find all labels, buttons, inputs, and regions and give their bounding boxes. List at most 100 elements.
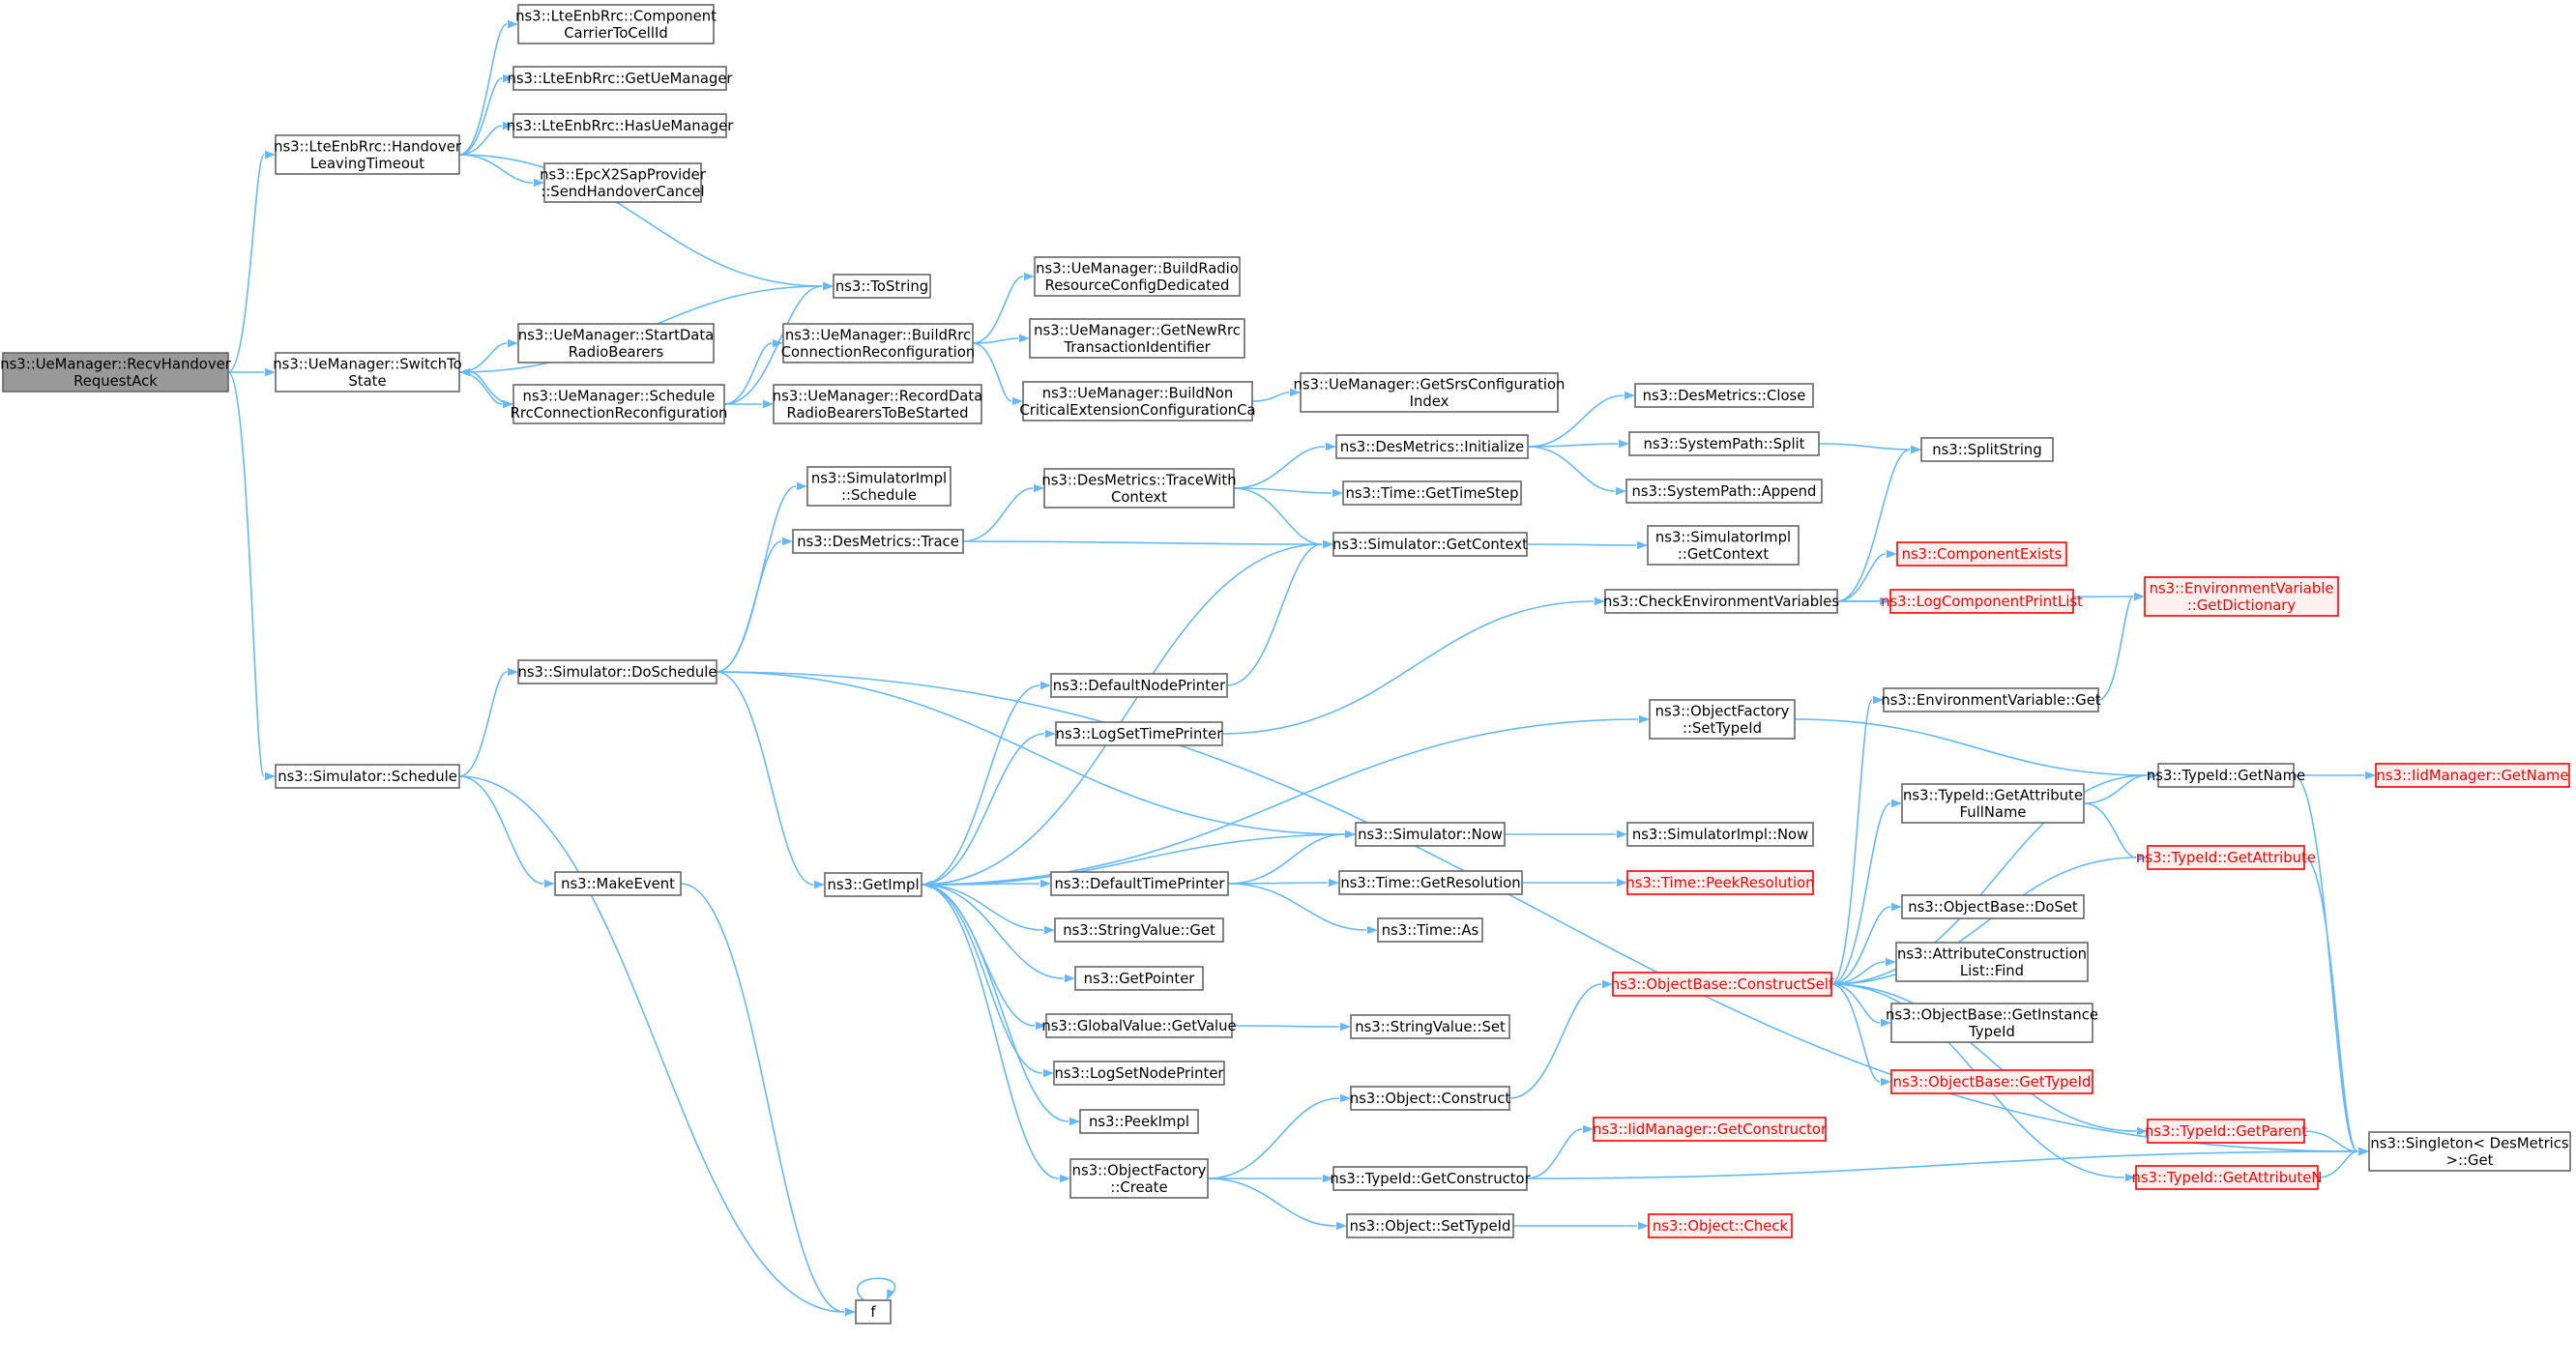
node-label: ns3::UeManager::Schedule	[523, 388, 716, 404]
node-objcheck[interactable]: ns3::Object::Check	[1648, 1213, 1793, 1238]
node-label: ns3::EnvironmentVariable::Get	[1881, 692, 2100, 709]
node-simimplschedule[interactable]: ns3::SimulatorImpl::Schedule	[806, 466, 951, 507]
node-implgetcontext[interactable]: ns3::SimulatorImpl::GetContext	[1647, 525, 1800, 566]
node-box	[1901, 783, 2085, 824]
node-box	[1604, 589, 1838, 614]
node-hasuemanager[interactable]: ns3::LteEnbRrc::HasUeManager	[507, 113, 734, 138]
node-typeidgetparent[interactable]: ns3::TypeId::GetParent	[2145, 1119, 2307, 1144]
edge-arrowhead	[503, 121, 513, 131]
node-constructself[interactable]: ns3::ObjectBase::ConstructSelf	[1611, 972, 1834, 997]
node-label: ::SetTypeId	[1683, 720, 1762, 737]
node-doschedule[interactable]: ns3::Simulator::DoSchedule	[517, 659, 717, 684]
node-gettimestep[interactable]: ns3::Time::GetTimeStep	[1342, 480, 1522, 506]
node-sendhandovercancel[interactable]: ns3::EpcX2SapProvider::SendHandoverCance…	[540, 162, 707, 203]
node-label: ::GetContext	[1678, 546, 1770, 563]
node-objconstruct[interactable]: ns3::Object::Construct	[1350, 1086, 1511, 1111]
node-getpointer[interactable]: ns3::GetPointer	[1074, 966, 1204, 991]
node-objbasegettypeid[interactable]: ns3::ObjectBase::GetTypeId	[1890, 1069, 2093, 1094]
edge-getcontext-to-implgetcontext	[1526, 543, 1637, 546]
node-label: ns3::ComponentExists	[1902, 546, 2063, 563]
edge-arrowhead	[1639, 714, 1650, 724]
edge-defaultnodeprinter-to-getcontext	[1226, 543, 1323, 686]
node-desinit[interactable]: ns3::DesMetrics::Initialize	[1335, 434, 1529, 459]
node-splitstring[interactable]: ns3::SplitString	[1920, 437, 2054, 462]
node-stringvalueset[interactable]: ns3::StringValue::Set	[1350, 1014, 1510, 1039]
node-f[interactable]: f	[855, 1299, 892, 1324]
node-tostring[interactable]: ns3::ToString	[833, 274, 931, 299]
node-typeidgetconstructor[interactable]: ns3::TypeId::GetConstructor	[1330, 1166, 1532, 1191]
node-envgetdictionary[interactable]: ns3::EnvironmentVariable::GetDictionary	[2144, 576, 2339, 617]
node-sysappend[interactable]: ns3::SystemPath::Append	[1625, 479, 1823, 504]
edge-arrowhead	[1881, 1077, 1891, 1087]
node-typeidgetname[interactable]: ns3::TypeId::GetName	[2147, 763, 2305, 788]
edge-arrowhead	[1602, 979, 1613, 989]
node-objfactorycreate[interactable]: ns3::ObjectFactory::Create	[1069, 1158, 1209, 1199]
node-getuemanager[interactable]: ns3::LteEnbRrc::GetUeManager	[507, 66, 733, 91]
node-typeidgetattribute[interactable]: ns3::TypeId::GetAttribute	[2136, 845, 2316, 870]
node-objsettypeid[interactable]: ns3::Object::SetTypeId	[1346, 1213, 1514, 1238]
node-destrace[interactable]: ns3::DesMetrics::Trace	[792, 529, 964, 554]
node-getimpl[interactable]: ns3::GetImpl	[824, 872, 922, 897]
edge-arrowhead	[1069, 1117, 1080, 1126]
node-logsetnodeprinter[interactable]: ns3::LogSetNodePrinter	[1053, 1061, 1225, 1086]
edge-arrowhead	[1040, 681, 1051, 690]
node-label: RrcConnectionReconfiguration	[511, 405, 728, 422]
node-buildnon[interactable]: ns3::UeManager::BuildNonCriticalExtensio…	[1019, 381, 1256, 422]
node-iidgetconstructor[interactable]: ns3::IidManager::GetConstructor	[1593, 1117, 1828, 1142]
node-syssplit[interactable]: ns3::SystemPath::Split	[1628, 431, 1820, 456]
node-schedulerrc[interactable]: ns3::UeManager::ScheduleRrcConnectionRec…	[511, 384, 728, 424]
node-envget[interactable]: ns3::EnvironmentVariable::Get	[1881, 687, 2101, 713]
node-label: ns3::GetPointer	[1084, 971, 1196, 987]
edge-arrowhead	[1638, 1221, 1649, 1231]
node-getnewrrc[interactable]: ns3::UeManager::GetNewRrcTransactionIden…	[1029, 318, 1245, 359]
node-box	[2157, 763, 2295, 788]
node-peekresolution[interactable]: ns3::Time::PeekResolution	[1625, 870, 1815, 895]
node-stringvalueget[interactable]: ns3::StringValue::Get	[1054, 917, 1224, 943]
node-recorddata[interactable]: ns3::UeManager::RecordDataRadioBearersTo…	[773, 384, 982, 424]
node-label: ns3::MakeEvent	[561, 876, 675, 892]
node-box	[1377, 917, 1483, 943]
node-defaulttimeprinter[interactable]: ns3::DefaultTimePrinter	[1050, 871, 1229, 896]
node-objfactorysettypeid[interactable]: ns3::ObjectFactory::SetTypeId	[1649, 699, 1796, 740]
node-timeas[interactable]: ns3::Time::As	[1377, 917, 1483, 943]
node-box	[1593, 1117, 1827, 1142]
node-getcontext[interactable]: ns3::Simulator::GetContext	[1332, 532, 1528, 557]
node-label: ns3::AttributeConstruction	[1897, 945, 2087, 962]
edge-arrowhead	[1595, 596, 1605, 606]
node-getresolution[interactable]: ns3::Time::GetResolution	[1338, 870, 1523, 895]
edge-arrowhead	[1625, 391, 1635, 400]
node-buildradio[interactable]: ns3::UeManager::BuildRadioResourceConfig…	[1034, 256, 1241, 297]
node-makeevent[interactable]: ns3::MakeEvent	[554, 871, 682, 896]
node-buildrrc[interactable]: ns3::UeManager::BuildRrcConnectionReconf…	[781, 323, 976, 364]
node-singletonget[interactable]: ns3::Singleton< DesMetrics >::Get	[2368, 1131, 2571, 1172]
node-label: ns3::TypeId::GetAttribute	[1903, 787, 2083, 803]
node-typeidgetattributen[interactable]: ns3::TypeId::GetAttributeN	[2132, 1165, 2323, 1190]
call-edges	[227, 19, 2376, 1317]
node-simschedule[interactable]: ns3::Simulator::Schedule	[275, 764, 460, 789]
node-box	[517, 4, 715, 44]
node-implnow[interactable]: ns3::SimulatorImpl::Now	[1626, 822, 1814, 847]
node-componentexists[interactable]: ns3::ComponentExists	[1896, 541, 2067, 567]
node-checkenv[interactable]: ns3::CheckEnvironmentVariables	[1603, 589, 1839, 614]
node-globalvalueget[interactable]: ns3::GlobalValue::GetValue	[1041, 1013, 1237, 1038]
node-objbasedoset[interactable]: ns3::ObjectBase::DoSet	[1901, 894, 2085, 919]
node-iidgetname[interactable]: ns3::IidManager::GetName	[2375, 763, 2570, 788]
node-logsettimeprinter[interactable]: ns3::LogSetTimePrinter	[1055, 721, 1224, 746]
edge-arrowhead	[2137, 853, 2148, 862]
node-logcomponentprint[interactable]: ns3::LogComponentPrintList	[1881, 589, 2083, 614]
node-peekimpl[interactable]: ns3::PeekImpl	[1079, 1109, 1199, 1134]
node-label: ns3::Object::Check	[1653, 1218, 1789, 1235]
node-defaultnodeprinter[interactable]: ns3::DefaultNodePrinter	[1050, 673, 1228, 698]
node-simnow[interactable]: ns3::Simulator::Now	[1355, 822, 1506, 847]
node-desclose[interactable]: ns3::DesMetrics::Close	[1634, 383, 1814, 408]
